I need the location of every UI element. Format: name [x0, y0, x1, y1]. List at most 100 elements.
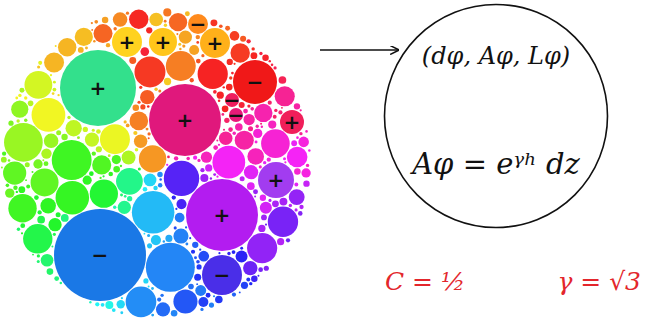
packing-circle [240, 36, 246, 42]
packing-circle [277, 238, 284, 245]
packing-circle [229, 76, 232, 79]
packing-circle [240, 176, 245, 181]
packing-circle [149, 28, 177, 56]
packing-circle [294, 208, 297, 211]
packing-circle [148, 285, 150, 287]
packing-circle [37, 65, 40, 68]
packing-circle [190, 78, 194, 82]
sign-mark: + [119, 31, 136, 53]
packing-circle [259, 52, 262, 55]
packing-circle [25, 162, 30, 167]
packing-circle [5, 188, 14, 197]
packing-circle [91, 22, 93, 24]
parameter-label: C = ½ [385, 268, 465, 296]
packing-circle [51, 246, 53, 248]
packing-circle [194, 256, 197, 259]
packing-circle [227, 59, 233, 65]
packing-circle [24, 96, 27, 99]
packing-circle [251, 275, 257, 281]
packing-circle [261, 129, 290, 158]
packing-circle [221, 113, 224, 116]
packing-circle [241, 282, 248, 289]
packing-circle [196, 41, 199, 44]
circle-outline [383, 3, 609, 229]
packing-circle [133, 105, 140, 112]
packing-circle [21, 232, 23, 234]
packing-circle [185, 243, 188, 246]
packing-circle [32, 98, 66, 132]
packing-circle [188, 284, 194, 290]
packing-circle [139, 86, 142, 89]
packing-circle [120, 194, 123, 197]
sign-mark: − [214, 264, 231, 286]
packing-circle [149, 84, 221, 156]
packing-circle [164, 78, 171, 85]
packing-circle [52, 92, 55, 95]
packing-circle [219, 132, 233, 146]
packing-circle [265, 223, 267, 225]
packing-circle [94, 24, 113, 43]
packing-circle [215, 296, 223, 304]
packing-circle [105, 301, 113, 309]
packing-circle [37, 254, 40, 257]
packing-circle [13, 186, 17, 190]
packing-circle [185, 226, 187, 228]
formula-text: Aφ = eᵞʰ dz [412, 149, 580, 181]
packing-circle [129, 57, 136, 64]
packing-circle [254, 196, 256, 198]
packing-circle [61, 214, 69, 222]
packing-circle [147, 105, 150, 108]
packing-circle [263, 161, 266, 164]
packing-circle [196, 35, 200, 39]
packing-circle [273, 115, 277, 119]
parameter-label: γ = √3 [557, 268, 641, 296]
packing-circle [16, 119, 19, 122]
packing-circle [134, 56, 165, 87]
packing-circle [223, 129, 225, 131]
packing-circle [101, 303, 105, 307]
packing-circle [267, 157, 271, 161]
packing-circle [38, 61, 42, 65]
packing-circle [249, 282, 252, 285]
packing-circle [258, 162, 294, 198]
sign-mark: + [155, 31, 172, 53]
packing-circle [102, 175, 104, 177]
packing-circle [246, 278, 250, 282]
packing-circle [31, 168, 59, 196]
packing-circle [28, 101, 34, 107]
packing-circle [118, 201, 131, 214]
packing-circle [17, 228, 20, 231]
packing-circle [112, 155, 121, 164]
sign-mark: + [177, 109, 194, 131]
packing-circle [280, 198, 288, 206]
packing-circle [296, 136, 299, 139]
packing-circle [192, 242, 198, 248]
packing-circle [269, 60, 271, 62]
packing-circle [146, 128, 149, 131]
packing-circle [108, 172, 113, 177]
packing-circle [6, 184, 10, 188]
packing-circle [165, 235, 172, 242]
packing-circle [294, 168, 301, 175]
packing-circle [96, 146, 102, 152]
sign-mark: − [247, 71, 264, 93]
packing-circle [163, 8, 171, 16]
packing-circle [225, 26, 230, 31]
packing-circle [213, 173, 216, 176]
sign-mark: + [268, 169, 285, 191]
packing-circle [174, 226, 177, 229]
packing-circle [291, 140, 297, 146]
packing-circle [56, 212, 61, 217]
packing-circle [89, 301, 91, 303]
packing-circle [213, 145, 218, 150]
circle-outline [385, 5, 608, 228]
packing-circle [151, 235, 161, 245]
packing-circle [272, 200, 279, 207]
packing-circle [294, 183, 298, 187]
packing-circle [57, 94, 59, 96]
packing-circle [66, 120, 82, 136]
packing-circle [113, 27, 116, 30]
packing-circle [193, 156, 197, 160]
packing-circle [85, 133, 99, 147]
packing-circle [294, 103, 300, 109]
